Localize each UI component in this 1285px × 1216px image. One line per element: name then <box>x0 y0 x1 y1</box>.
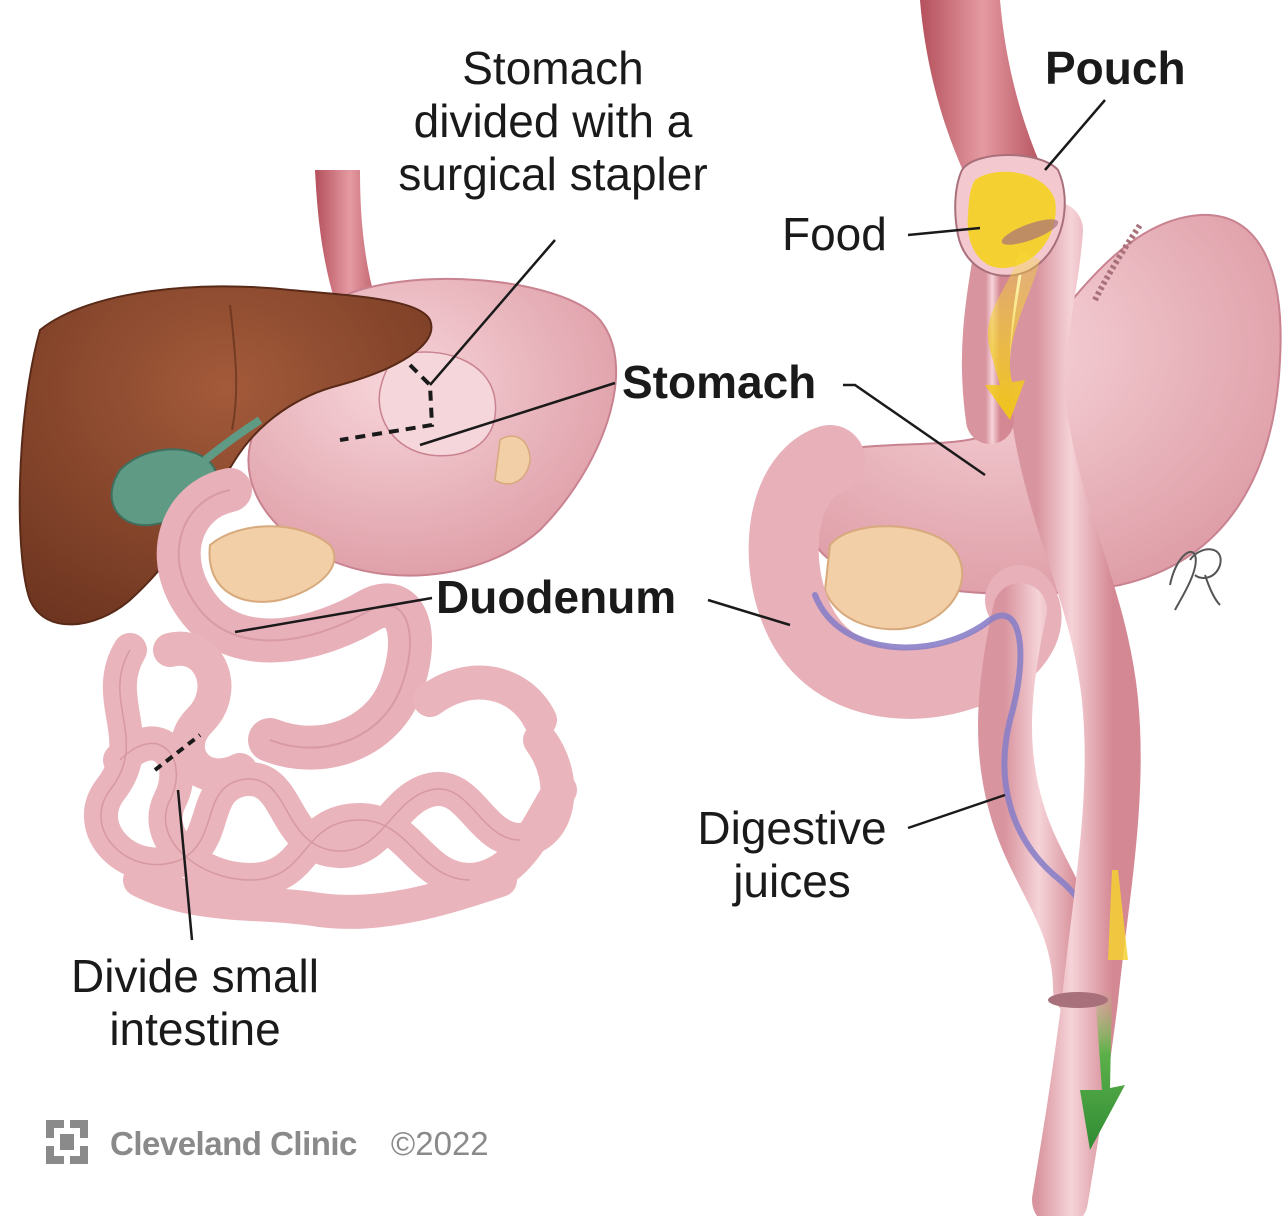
normal-anatomy-illustration <box>20 170 616 912</box>
label-food: Food <box>782 208 887 261</box>
pancreas-right <box>825 526 962 629</box>
label-digestive: Digestive juices <box>672 802 912 908</box>
label-stomach: Stomach <box>622 356 816 409</box>
bypass-anatomy-illustration <box>784 0 1281 1200</box>
footer: Cleveland Clinic ©2022 <box>46 1118 489 1170</box>
small-intestine-left <box>101 649 560 912</box>
copyright: ©2022 <box>391 1125 489 1163</box>
label-pouch: Pouch <box>1045 42 1186 95</box>
pancreas-left <box>210 526 335 602</box>
label-divide: Divide small intestine <box>40 950 350 1056</box>
biliopancreatic-limb <box>1005 610 1080 990</box>
esophagus-right <box>920 0 1045 175</box>
leader-pouch <box>1045 100 1105 170</box>
label-duodenum: Duodenum <box>436 571 676 624</box>
label-stapler: Stomach divided with a surgical stapler <box>358 42 748 201</box>
brand-name: Cleveland Clinic <box>110 1125 357 1163</box>
